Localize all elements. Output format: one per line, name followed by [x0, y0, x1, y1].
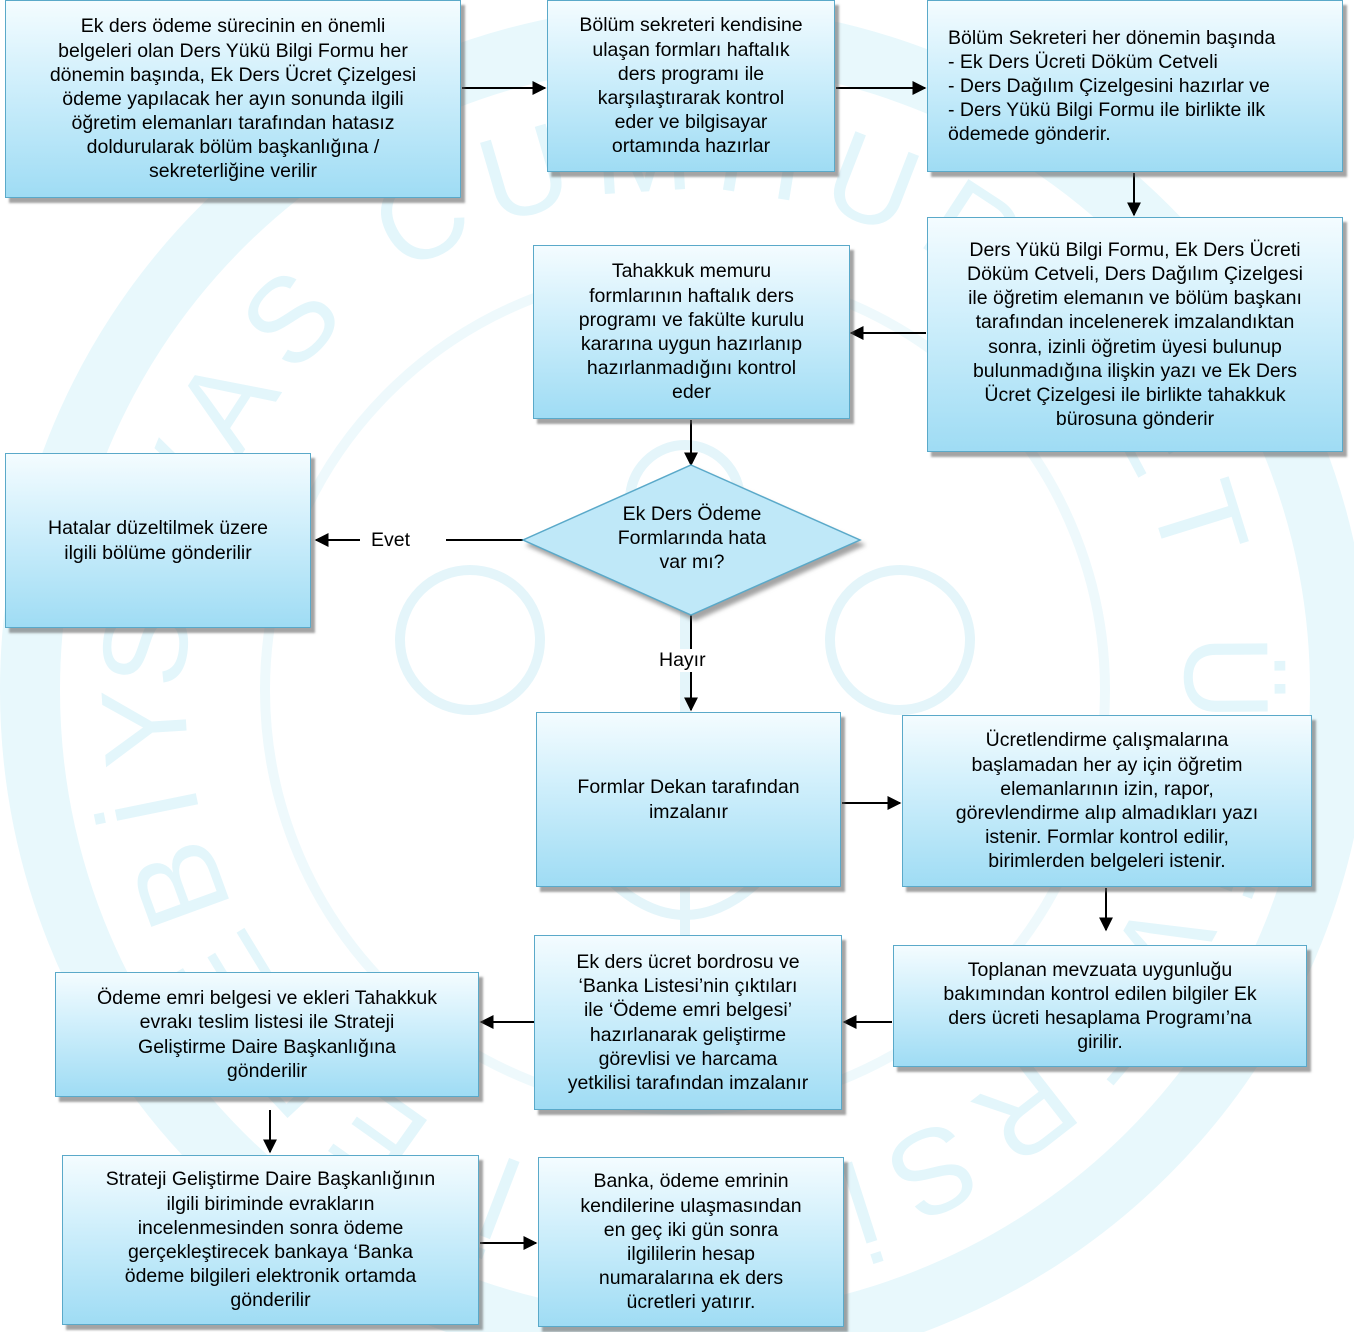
step-12-box: Strateji Geliştirme Daire Başkanlığının … [62, 1155, 479, 1325]
decision-question: Ek Ders Ödeme Formlarında hata var mı? [617, 503, 767, 573]
step-11-box: Ödeme emri belgesi ve ekleri Tahakkuk ev… [55, 972, 479, 1097]
step-2-text: Bölüm sekreteri kendisine ulaşan formlar… [579, 14, 803, 158]
step-8-box: Ücretlendirme çalışmalarına başlamadan h… [902, 715, 1312, 887]
step-8-text: Ücretlendirme çalışmalarına başlamadan h… [955, 729, 1259, 873]
step-6-text: Hatalar düzeltilmek üzere ilgili bölüme … [47, 517, 268, 564]
step-5-box: Tahakkuk memuru formlarının haftalık der… [533, 245, 850, 419]
step-4-text: Ders Yükü Bilgi Formu, Ek Ders Ücreti Dö… [967, 238, 1303, 431]
no-label: Hayır [656, 649, 709, 672]
step-13-text: Banka, ödeme emrinin kendilerine ulaşmas… [580, 1170, 802, 1314]
yes-label: Evet [368, 529, 414, 552]
step-4-box: Ders Yükü Bilgi Formu, Ek Ders Ücreti Dö… [927, 217, 1343, 452]
step-1-text: Ek ders ödeme sürecinin en önemli belgel… [49, 15, 417, 183]
step-7-box: Formlar Dekan tarafından imzalanır [536, 712, 841, 887]
step-5-text: Tahakkuk memuru formlarının haftalık der… [578, 260, 805, 404]
step-12-text: Strateji Geliştirme Daire Başkanlığının … [105, 1168, 436, 1312]
step-1-box: Ek ders ödeme sürecinin en önemli belgel… [5, 0, 461, 198]
step-11-text: Ödeme emri belgesi ve ekleri Tahakkuk ev… [97, 987, 437, 1082]
step-9-text: Toplanan mevzuata uygunluğu bakımından k… [943, 958, 1257, 1054]
step-6-box: Hatalar düzeltilmek üzere ilgili bölüme … [5, 453, 311, 628]
step-2-box: Bölüm sekreteri kendisine ulaşan formlar… [547, 0, 835, 172]
step-9-box: Toplanan mevzuata uygunluğu bakımından k… [893, 945, 1307, 1067]
step-3-text: Bölüm Sekreteri her dönemin başında - Ek… [948, 26, 1276, 146]
step-13-box: Banka, ödeme emrinin kendilerine ulaşmas… [538, 1157, 844, 1327]
step-10-text: Ek ders ücret bordrosu ve ‘Banka Listesi… [567, 950, 809, 1094]
decision-diamond [521, 464, 862, 616]
step-7-text: Formlar Dekan tarafından imzalanır [577, 776, 800, 823]
step-3-box: Bölüm Sekreteri her dönemin başında - Ek… [927, 0, 1343, 172]
step-10-box: Ek ders ücret bordrosu ve ‘Banka Listesi… [534, 935, 842, 1110]
